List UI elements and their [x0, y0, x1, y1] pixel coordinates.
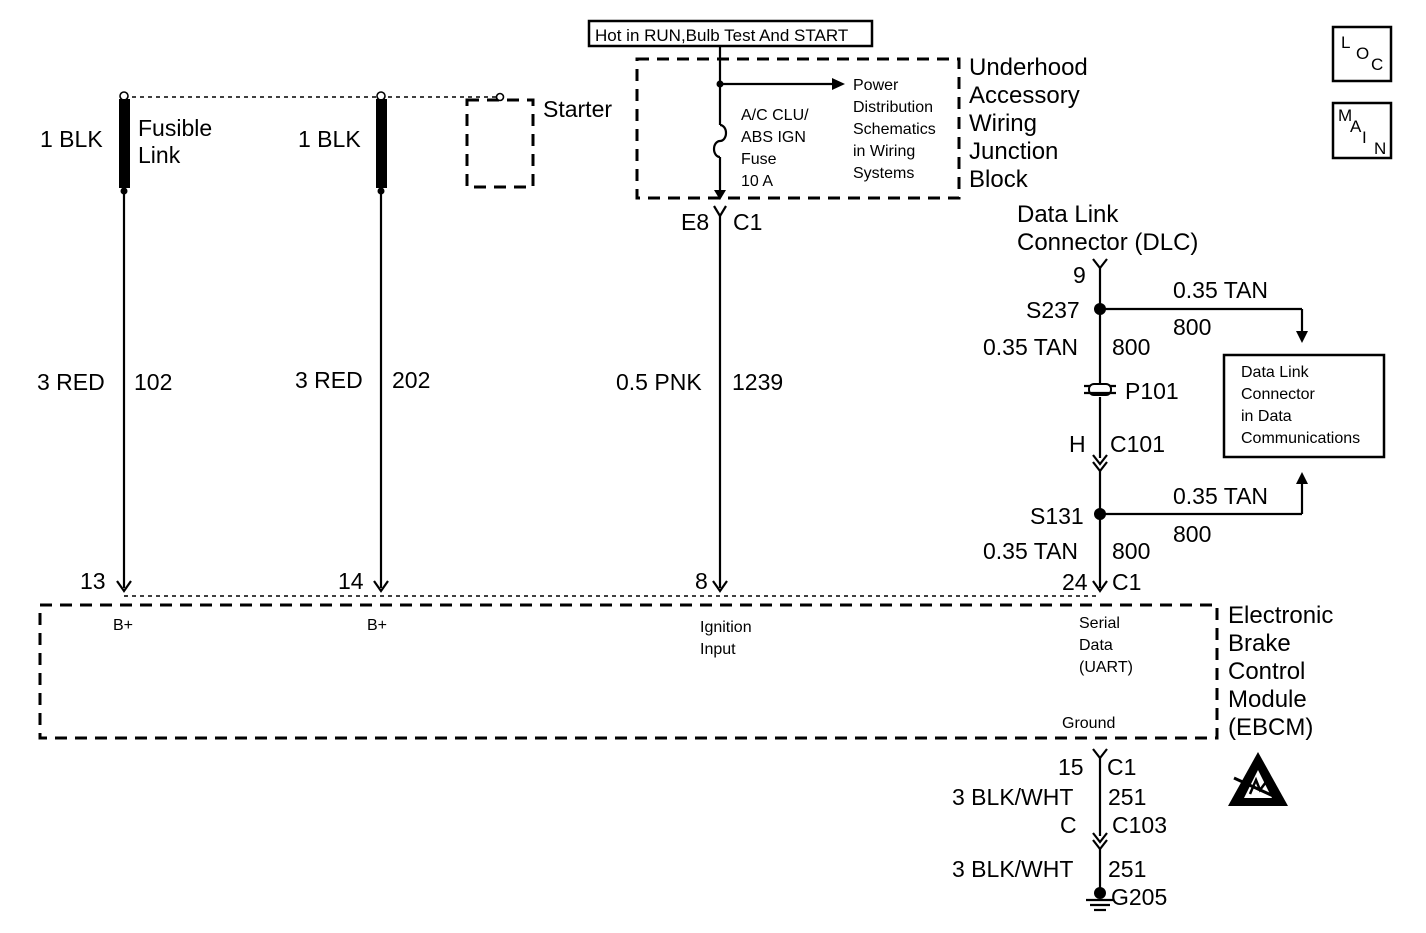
ebcm-name-4: Module — [1228, 686, 1307, 713]
fusible-link-name-1: Fusible — [138, 115, 212, 141]
ebcm-name-1: Electronic — [1228, 602, 1333, 629]
ebcm-connector-c1: C1 — [1112, 569, 1141, 595]
power-ref-5[interactable]: Systems — [853, 165, 914, 182]
power-ref-2[interactable]: Distribution — [853, 99, 933, 116]
ignition-input-label-1: Ignition — [700, 619, 752, 636]
serial-data-wire — [1084, 258, 1308, 593]
pin-24: 24 — [1062, 569, 1088, 595]
ebcm-name-5: (EBCM) — [1228, 714, 1313, 741]
splice-s237: S237 — [1026, 297, 1080, 323]
ebcm-module-box — [38, 603, 1219, 740]
underhood-name-1: Underhood — [969, 54, 1088, 81]
dlc-name-2: Connector (DLC) — [1017, 229, 1198, 256]
wire-color-1239: 0.5 PNK — [616, 369, 702, 395]
ground-circuit-2: 251 — [1108, 856, 1146, 882]
inline-connector-c101: C101 — [1110, 431, 1165, 457]
branch-top-color: 0.35 TAN — [1173, 277, 1268, 303]
svg-text:in Data: in Data — [1241, 408, 1292, 425]
branch-top-circuit: 800 — [1173, 314, 1211, 340]
fusible-link-1 — [116, 91, 132, 593]
svg-text:Data Link: Data Link — [1241, 364, 1310, 381]
dlc-pin-9: 9 — [1073, 262, 1086, 288]
hot-in-run-label: Hot in RUN,Bulb Test And START — [587, 19, 874, 48]
fusible-link-name-2: Link — [138, 142, 181, 168]
underhood-junction-block — [635, 46, 961, 200]
pin-13-label: B+ — [113, 617, 133, 634]
power-ref-1[interactable]: Power — [853, 77, 899, 94]
ebcm-ground-label: Ground — [1062, 715, 1115, 732]
dlc-circuit: 800 — [1112, 334, 1150, 360]
fuse-label-2: ABS IGN — [741, 129, 806, 146]
ground-g205-label: G205 — [1111, 884, 1167, 910]
svg-text:Communications: Communications — [1241, 430, 1360, 447]
pin-14: 14 — [338, 568, 364, 594]
ground-inline-pin-c: C — [1060, 812, 1077, 838]
ebcm-name-3: Control — [1228, 658, 1305, 685]
circuit-202: 202 — [392, 367, 430, 393]
underhood-name-5: Block — [969, 166, 1029, 193]
underhood-name-4: Junction — [969, 138, 1058, 165]
ground-connector-c1: C1 — [1107, 754, 1136, 780]
circuit-102: 102 — [134, 369, 172, 395]
esd-warning-icon — [1228, 752, 1288, 806]
connector-e8: E8 — [681, 209, 709, 235]
main-button[interactable] — [1331, 101, 1393, 160]
ebcm-name-2: Brake — [1228, 630, 1291, 657]
underhood-name-2: Accessory — [969, 82, 1080, 109]
pin-14-label: B+ — [367, 617, 387, 634]
loc-button[interactable] — [1331, 25, 1393, 83]
branch-bottom-color: 0.35 TAN — [1173, 483, 1268, 509]
fuse-label-1: A/C CLU/ — [741, 107, 809, 124]
starter-label: Starter — [543, 96, 612, 122]
circuit-1239: 1239 — [732, 369, 783, 395]
dlc-wire-color: 0.35 TAN — [983, 334, 1078, 360]
ground-inline-connector-c103: C103 — [1112, 812, 1167, 838]
ground-wire — [1092, 748, 1108, 893]
serial-data-label-2: Data — [1079, 637, 1113, 654]
ground-circuit-1: 251 — [1108, 784, 1146, 810]
lower-wire-color: 0.35 TAN — [983, 538, 1078, 564]
ground-wire-color-2: 3 BLK/WHT — [952, 856, 1073, 882]
svg-text:Connector: Connector — [1241, 386, 1315, 403]
ground-wire-color-1: 3 BLK/WHT — [952, 784, 1073, 810]
fuse-label-3: Fuse — [741, 151, 777, 168]
pin-8: 8 — [695, 568, 708, 594]
ground-g205-symbol — [1086, 887, 1114, 912]
power-ref-3[interactable]: Schematics — [853, 121, 936, 138]
underhood-name-3: Wiring — [969, 110, 1037, 137]
dlc-reference-box[interactable]: Data Link Connector in Data Communicatio… — [1222, 353, 1386, 459]
pin-13: 13 — [80, 568, 106, 594]
serial-data-label-1: Serial — [1079, 615, 1120, 632]
pass-through-p101: P101 — [1125, 378, 1179, 404]
fuse-label-4: 10 A — [741, 173, 773, 190]
starter-component — [465, 92, 535, 189]
wire-color-202: 3 RED — [295, 367, 363, 393]
dlc-name-1: Data Link — [1017, 201, 1119, 228]
branch-bottom-circuit: 800 — [1173, 521, 1211, 547]
inline-pin-h: H — [1069, 431, 1086, 457]
svg-text:Hot in RUN,Bulb Test And START: Hot in RUN,Bulb Test And START — [595, 26, 848, 45]
splice-s131: S131 — [1030, 503, 1084, 529]
fusible-link-1-wire-label: 1 BLK — [40, 126, 103, 152]
serial-data-label-3: (UART) — [1079, 659, 1133, 676]
ignition-input-label-2: Input — [700, 641, 736, 658]
connector-c1-top: C1 — [733, 209, 762, 235]
wire-color-102: 3 RED — [37, 369, 105, 395]
power-ref-4[interactable]: in Wiring — [853, 143, 915, 160]
lower-circuit: 800 — [1112, 538, 1150, 564]
loc-button-label[interactable]: LOC — [1341, 33, 1383, 74]
fusible-link-2-wire-label: 1 BLK — [298, 126, 361, 152]
ground-pin-15: 15 — [1058, 754, 1084, 780]
fusible-link-2 — [373, 91, 389, 593]
ignition-wire — [712, 205, 728, 593]
